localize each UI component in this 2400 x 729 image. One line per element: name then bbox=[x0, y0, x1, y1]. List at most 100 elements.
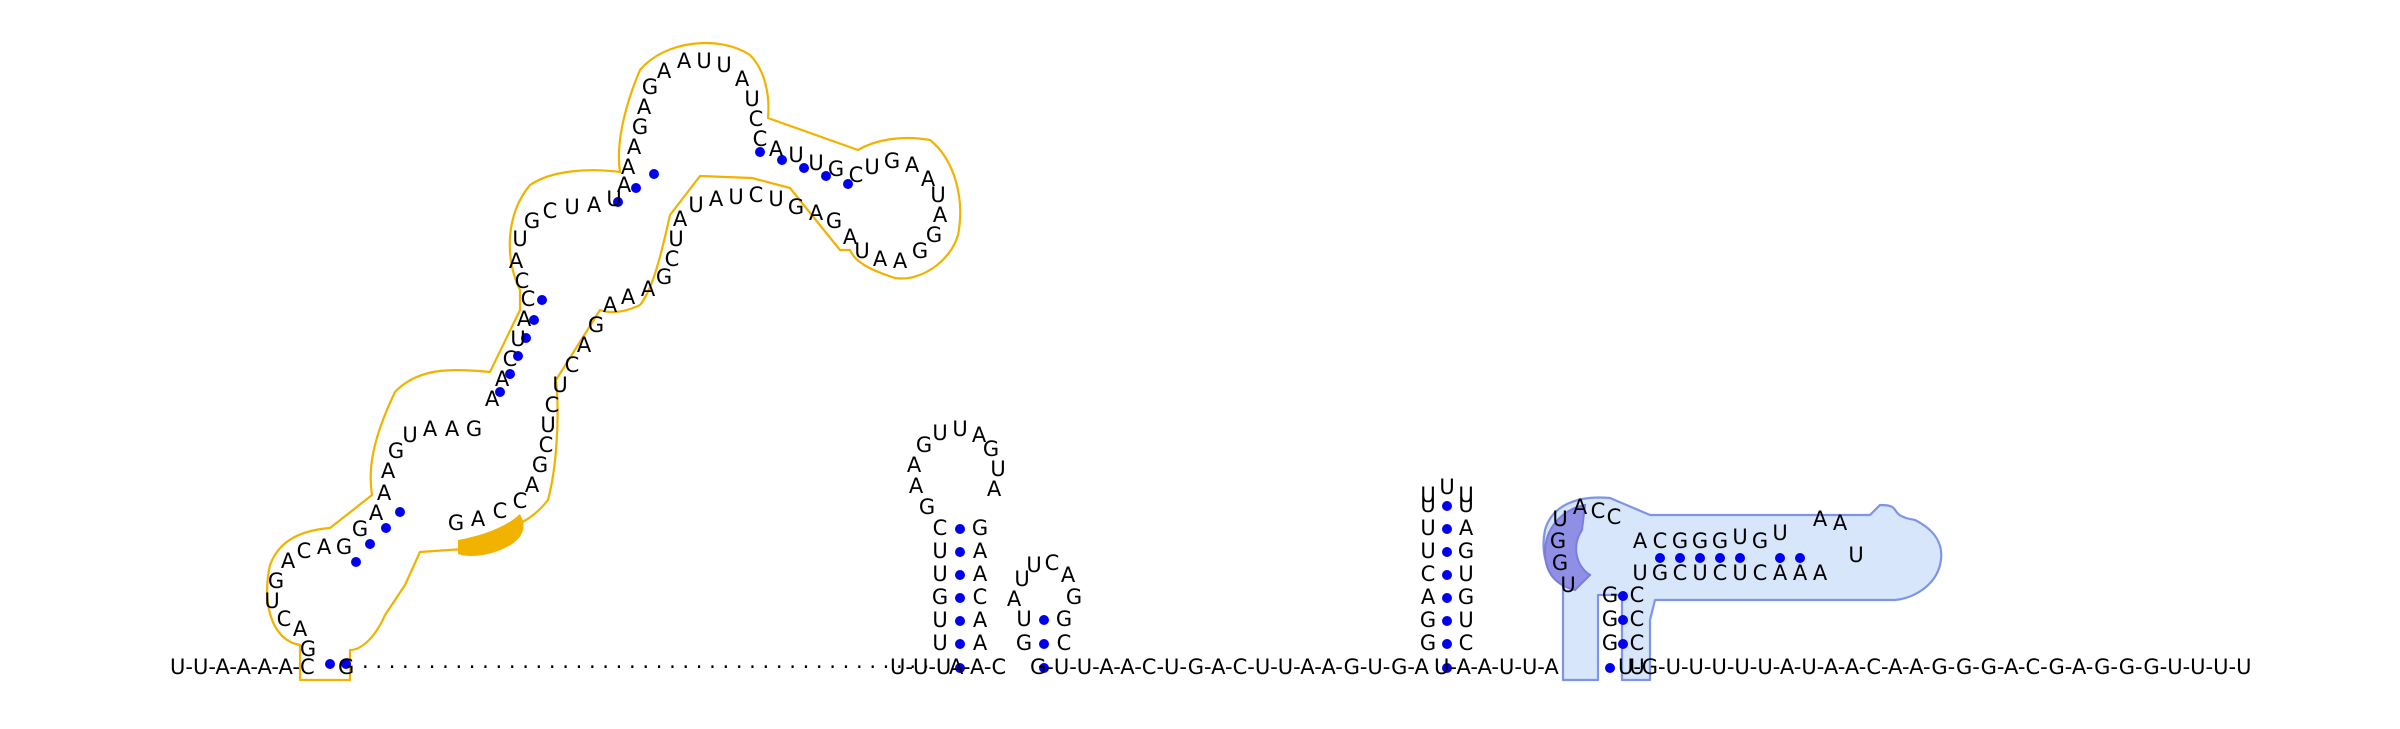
blue-bottom-row-nucleotide: C bbox=[1753, 561, 1768, 585]
hairpin-2-stem-right-nucleotide: C bbox=[1057, 631, 1072, 655]
orange-domain-base-pair bbox=[381, 523, 391, 533]
hairpin-1-base-pair bbox=[955, 639, 965, 649]
orange-domain-nucleotide: U bbox=[728, 185, 743, 209]
orange-domain-nucleotide: C bbox=[277, 607, 292, 631]
hairpin-2-base-pair bbox=[1039, 663, 1049, 673]
hairpin-3-base-pair bbox=[1442, 593, 1452, 603]
blue-top-row-nucleotide: A bbox=[1833, 511, 1848, 535]
orange-domain-base-pair bbox=[495, 387, 505, 397]
hairpin-3-stem-right-nucleotide: U bbox=[1458, 493, 1473, 517]
backbone-segment-1: U-U-U bbox=[890, 655, 951, 679]
orange-domain-base-pair bbox=[529, 315, 539, 325]
blue-stem-end-nucleotide: U bbox=[1629, 655, 1644, 679]
hairpin-2-loop-nucleotide: A bbox=[1007, 587, 1022, 611]
orange-domain-nucleotide: U bbox=[788, 143, 803, 167]
orange-domain-nucleotide: U bbox=[808, 151, 823, 175]
hairpin-3-base-pair bbox=[1442, 639, 1452, 649]
hairpin-1-base-pair bbox=[955, 547, 965, 557]
orange-domain-base-pair bbox=[631, 183, 641, 193]
orange-domain-nucleotide: A bbox=[293, 617, 308, 641]
hairpin-3-base-pair bbox=[1442, 547, 1452, 557]
hairpin-1-stem-left-nucleotide: U bbox=[932, 631, 947, 655]
hairpin-2-loop-nucleotide: G bbox=[1066, 585, 1082, 609]
orange-domain-base-pair bbox=[521, 333, 531, 343]
orange-domain-nucleotide: G bbox=[524, 209, 540, 233]
orange-domain-nucleotide: A bbox=[517, 307, 532, 331]
orange-domain-base-pair bbox=[821, 171, 831, 181]
orange-domain-nucleotide: A bbox=[627, 135, 642, 159]
orange-domain-nucleotide: G bbox=[352, 517, 368, 541]
backbone-segment-4: U-A-A-U-U-A bbox=[1434, 655, 1559, 679]
blue-top-row-nucleotide: C bbox=[1607, 505, 1622, 529]
hairpin-3-stem-right-nucleotide: A bbox=[1459, 516, 1474, 540]
orange-domain-nucleotide: U bbox=[668, 227, 683, 251]
orange-domain-nucleotide: A bbox=[525, 473, 540, 497]
hairpin-3-stem-left-nucleotide: G bbox=[1420, 631, 1436, 655]
backbone-segment-3: G-U-U-A-A-C-U-G-A-C-U-U-A-A-G-U-G-A bbox=[1030, 655, 1430, 679]
orange-domain-base-pair bbox=[513, 351, 523, 361]
hairpin-3-base-pair bbox=[1442, 501, 1452, 511]
hairpin-2-stem-right-nucleotide: G bbox=[1056, 607, 1072, 631]
orange-domain-nucleotide: A bbox=[641, 277, 656, 301]
hairpin-2-loop-nucleotide: U bbox=[1014, 567, 1029, 591]
orange-domain-nucleotide: G bbox=[826, 209, 842, 233]
hairpin-3-stem-left-nucleotide: G bbox=[1420, 608, 1436, 632]
orange-domain-nucleotide: A bbox=[617, 173, 632, 197]
hairpin-1-stem-left-nucleotide: U bbox=[932, 539, 947, 563]
blue-base-pair bbox=[1775, 553, 1785, 563]
orange-domain-nucleotide: U bbox=[688, 193, 703, 217]
hairpin-2-base-pair bbox=[1039, 639, 1049, 649]
orange-domain-nucleotide: A bbox=[873, 247, 888, 271]
blue-top-row-nucleotide: G bbox=[1672, 529, 1688, 553]
orange-domain-nucleotide: G bbox=[448, 511, 464, 535]
orange-domain-nucleotide: C bbox=[545, 393, 560, 417]
hairpin-2-loop-nucleotide: C bbox=[1045, 551, 1060, 575]
orange-domain-nucleotide: U bbox=[768, 187, 783, 211]
hairpin-3-loop-nucleotide: U bbox=[1458, 483, 1473, 507]
backbone-segment-2: A-A-C bbox=[949, 655, 1006, 679]
orange-domain-nucleotide: G bbox=[912, 239, 928, 263]
orange-domain-nucleotide: C bbox=[849, 163, 864, 187]
orange-domain-base-pair bbox=[843, 179, 853, 189]
hairpin-3-base-pair bbox=[1442, 524, 1452, 534]
orange-domain-nucleotide: U bbox=[564, 195, 579, 219]
blue-top-row-nucleotide: G bbox=[1692, 529, 1708, 553]
orange-domain-nucleotide: A bbox=[495, 367, 510, 391]
blue-domain-loop-accent bbox=[1543, 503, 1592, 592]
orange-domain-nucleotide: U bbox=[696, 49, 711, 73]
blue-base-pair bbox=[1618, 591, 1628, 601]
hairpin-1-stem-right-nucleotide: G bbox=[972, 516, 988, 540]
hairpin-3-stem-right-nucleotide: U bbox=[1458, 562, 1473, 586]
backbone-segment-5: U-G-U-U-U-U-U-A-U-A-A-C-A-A-G-G-G-A-C-G-… bbox=[1618, 655, 2251, 679]
blue-bottom-row-nucleotide: A bbox=[1813, 561, 1828, 585]
hairpin-2-stem-left-nucleotide: G bbox=[1016, 631, 1032, 655]
blue-stem-left-nucleotide: G bbox=[1602, 607, 1618, 631]
backbone-left-end: G bbox=[338, 655, 354, 679]
orange-domain-nucleotide: U bbox=[864, 155, 879, 179]
hairpin-1-stem-right-nucleotide: C bbox=[973, 585, 988, 609]
blue-bottom-row-nucleotide: U bbox=[1732, 561, 1747, 585]
orange-domain-nucleotide: A bbox=[809, 201, 824, 225]
hairpin-2-loop-nucleotide: U bbox=[1026, 553, 1041, 577]
hairpin-3-stem-right-nucleotide: C bbox=[1459, 631, 1474, 655]
blue-bottom-row-nucleotide: U bbox=[1632, 561, 1647, 585]
orange-domain-base-pair bbox=[341, 659, 351, 669]
blue-base-pair bbox=[1695, 553, 1705, 563]
orange-domain-nucleotide: A bbox=[709, 187, 724, 211]
blue-tip-nucleotide: U bbox=[1848, 543, 1863, 567]
blue-domain-highlight bbox=[1542, 496, 1943, 682]
hairpin-3-stem-left-nucleotide: C bbox=[1421, 562, 1436, 586]
orange-domain-nucleotide: C bbox=[515, 269, 530, 293]
hairpin-1-loop-nucleotide: U bbox=[952, 417, 967, 441]
orange-domain-nucleotide: U bbox=[512, 227, 527, 251]
hairpin-2-loop-nucleotide: A bbox=[1061, 563, 1076, 587]
orange-domain-nucleotide: A bbox=[637, 95, 652, 119]
orange-domain-nucleotide: G bbox=[828, 157, 844, 181]
orange-domain-base-pair bbox=[649, 169, 659, 179]
blue-bottom-row-nucleotide: A bbox=[1773, 561, 1788, 585]
hairpin-3-stem-left-nucleotide: U bbox=[1420, 539, 1435, 563]
blue-stem-right-nucleotide: C bbox=[1630, 583, 1645, 607]
orange-domain-nucleotide: C bbox=[297, 539, 312, 563]
orange-domain-nucleotide: A bbox=[933, 203, 948, 227]
hairpin-3-stem-right-nucleotide: G bbox=[1458, 539, 1474, 563]
